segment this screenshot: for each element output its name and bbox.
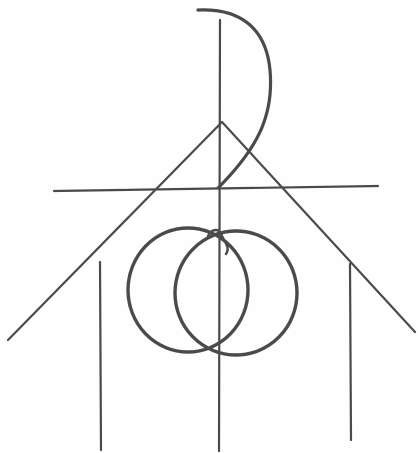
- right-circle: [175, 231, 297, 355]
- crossbar-line: [54, 186, 378, 191]
- right-wall-line: [350, 264, 351, 440]
- roof-right-line: [222, 122, 415, 332]
- left-wall-line: [100, 262, 101, 450]
- roof-left-line: [8, 122, 222, 340]
- hook-curve: [198, 10, 271, 188]
